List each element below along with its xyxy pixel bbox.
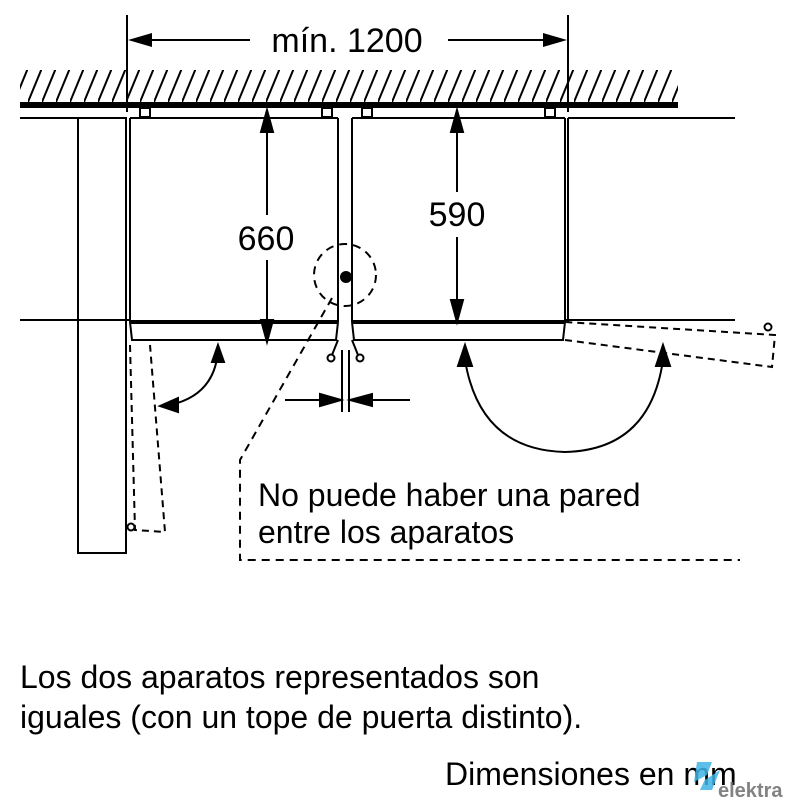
right-door-swing xyxy=(456,321,777,454)
right-appliance xyxy=(351,117,569,341)
cabinet-outline xyxy=(20,117,735,554)
depth-left-label: 660 xyxy=(238,220,295,258)
note-line-2: iguales (con un tope de puerta distinto)… xyxy=(20,699,582,735)
callout-leader xyxy=(239,243,740,561)
left-appliance xyxy=(129,117,339,341)
wall-spacers xyxy=(139,107,556,118)
watermark-text: elektra xyxy=(718,780,783,800)
wall-hatching xyxy=(20,70,678,108)
callout-line-1: No puede haber una pared xyxy=(258,477,641,513)
left-door-swing xyxy=(126,341,226,534)
elektra-watermark-logo: elektra xyxy=(694,762,783,800)
units-note: Dimensiones en mm xyxy=(445,756,737,792)
wall-contact-dot xyxy=(340,271,352,283)
depth-right-label: 590 xyxy=(429,196,486,234)
callout-line-2: entre los aparatos xyxy=(258,514,514,550)
note-line-1: Los dos aparatos representados son xyxy=(20,659,539,695)
gap-detail xyxy=(285,339,410,412)
min-width-label: mín. 1200 xyxy=(271,22,422,60)
